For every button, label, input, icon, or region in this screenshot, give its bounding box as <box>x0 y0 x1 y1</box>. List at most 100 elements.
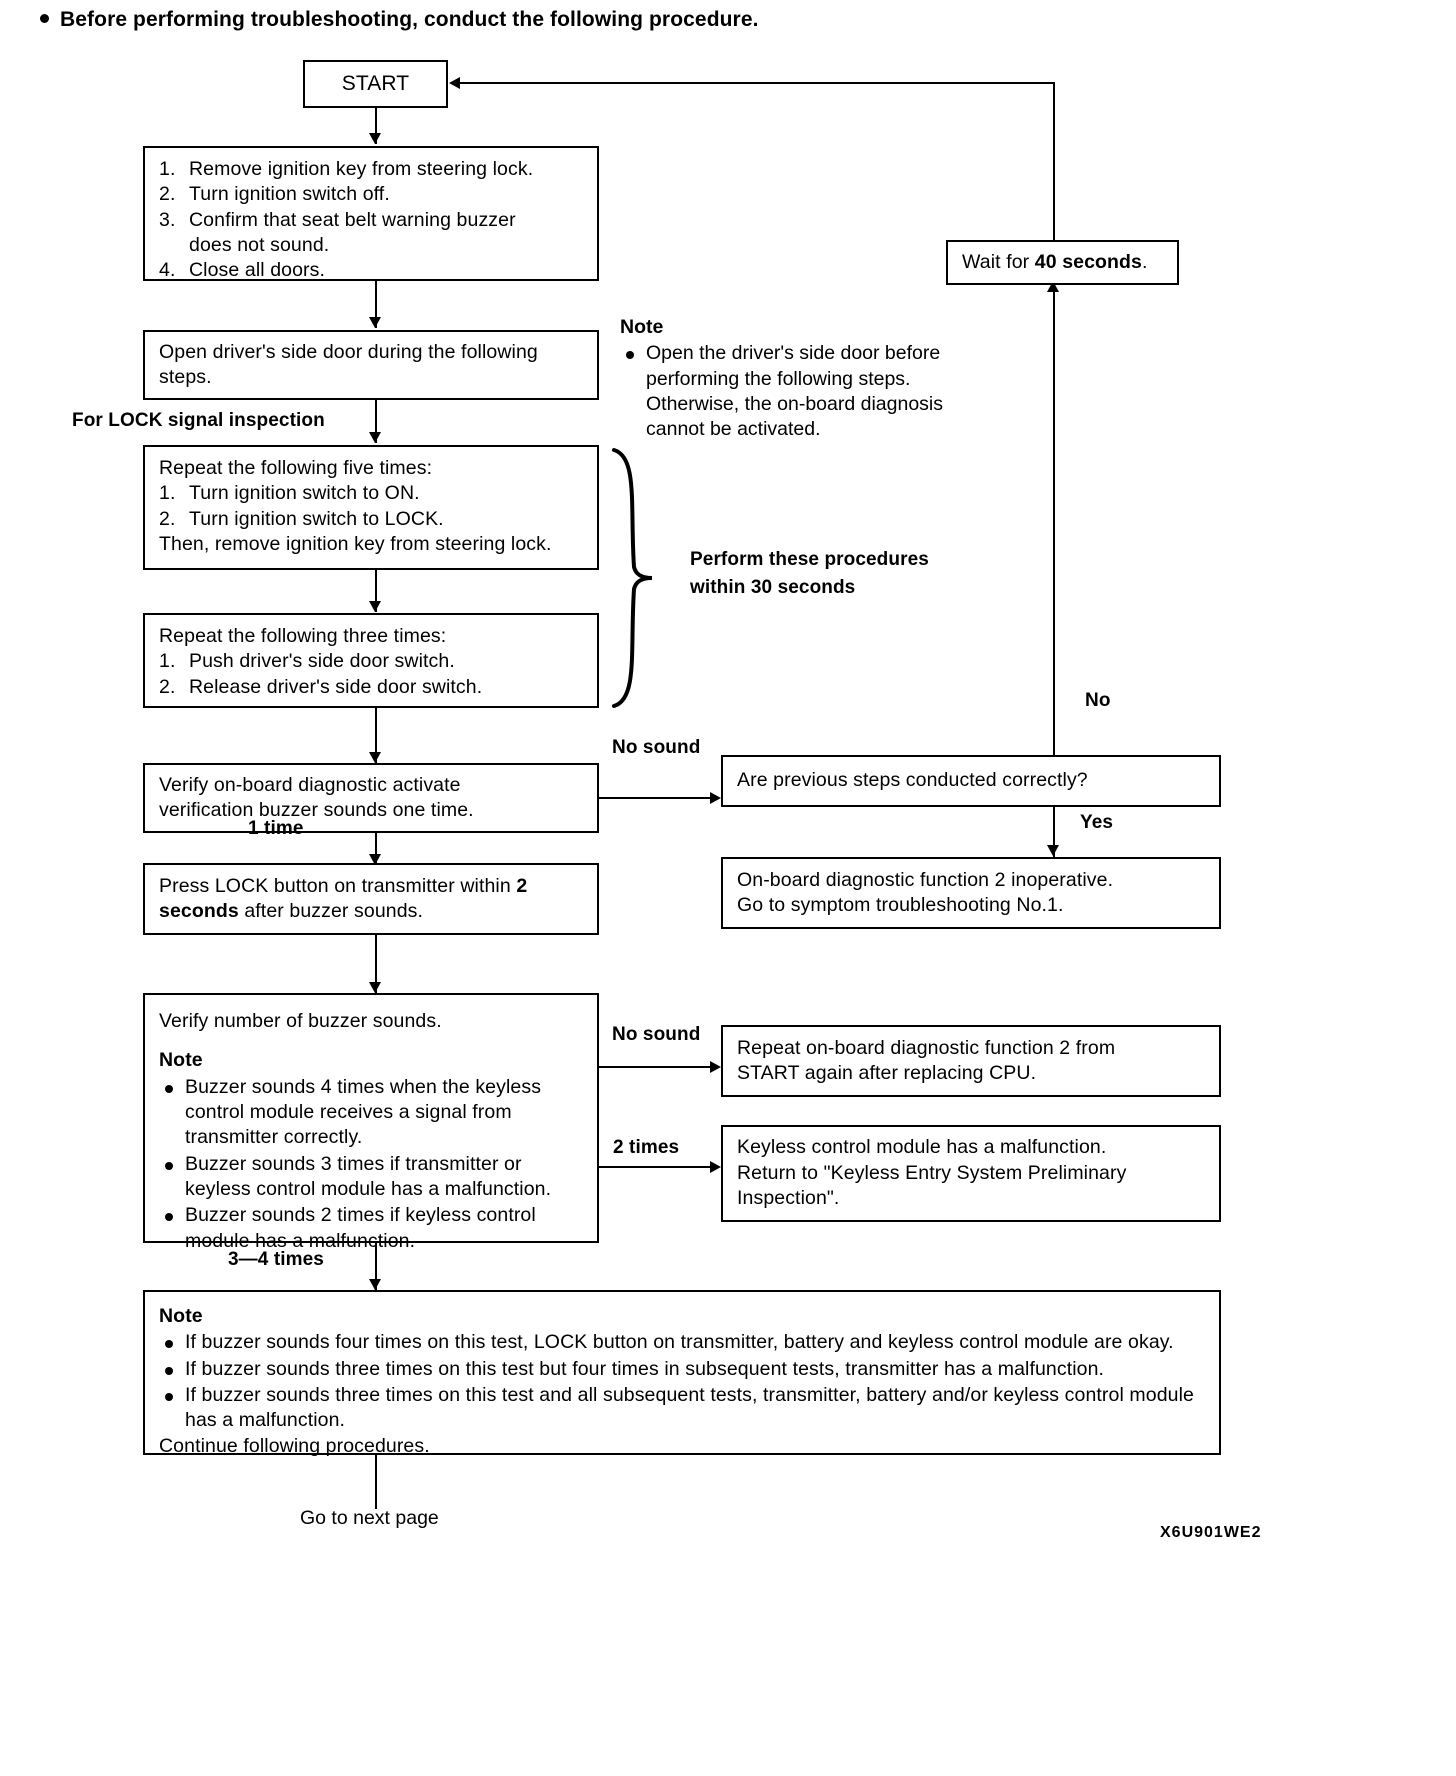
keyless-malfunction-line1: Keyless control module has a malfunction… <box>737 1136 1107 1159</box>
arrow-verifycount-to-keylessmalfunction <box>710 1161 721 1173</box>
note-heading: Note <box>620 316 664 338</box>
verify-count-note-label: Note <box>159 1049 203 1072</box>
brace-30-seconds <box>608 447 660 709</box>
connector-verifyactivate-to-prevsteps <box>599 797 713 799</box>
loopback-horizontal-connector <box>460 82 1055 84</box>
connector-prevsteps-no-to-wait <box>1053 281 1055 755</box>
open-door-line2: steps. <box>159 366 212 388</box>
keyless-malfunction-line3: Inspection". <box>737 1187 840 1210</box>
repeat-five-tail: Then, remove ignition key from steering … <box>159 533 552 556</box>
verify-activate-line1: Verify on-board diagnostic activate <box>159 773 461 796</box>
intro-line: Before performing troubleshooting, condu… <box>40 8 759 32</box>
verify-activate-line2: verification buzzer sounds one time. <box>159 799 474 821</box>
node-repeat-five-times[interactable]: Repeat the following five times: 1.Turn … <box>143 445 599 570</box>
connector-verifycount-to-keylessmalfunction <box>599 1166 713 1168</box>
node-verify-activate-buzzer[interactable]: Verify on-board diagnostic activate veri… <box>143 763 599 833</box>
keyless-malfunction-line2: Return to "Keyless Entry System Prelimin… <box>737 1161 1127 1184</box>
node-press-lock-button[interactable]: Press LOCK button on transmitter within … <box>143 863 599 935</box>
inoperative-line2: Go to symptom troubleshooting No.1. <box>737 894 1064 916</box>
node-repeat-diagnostic-function-2[interactable]: Repeat on-board diagnostic function 2 fr… <box>721 1025 1221 1097</box>
verify-count-bullet-2: Buzzer sounds 3 times if transmitter or … <box>159 1152 585 1203</box>
wait40-text: Wait for 40 seconds. <box>962 250 1148 273</box>
repeat-fn2-line1: Repeat on-board diagnostic function 2 fr… <box>737 1036 1116 1059</box>
arrow-repeatthree-to-verifyactivate <box>369 752 381 763</box>
repeat-five-item-1: 1.Turn ignition switch to ON. <box>159 482 420 505</box>
final-note-bullet-3: If buzzer sounds three times on this tes… <box>159 1383 1207 1434</box>
perform-line-2: within 30 seconds <box>690 576 856 598</box>
final-note-label: Note <box>159 1305 203 1327</box>
node-open-driver-door[interactable]: Open driver's side door during the follo… <box>143 330 599 400</box>
connector-opendoor-to-repeatfive <box>375 400 377 443</box>
arrow-verifycount-to-finalnote <box>369 1279 381 1290</box>
final-note-bullet-1: If buzzer sounds four times on this test… <box>159 1330 1207 1355</box>
prep-item-3: 3.Confirm that seat belt warning buzzer <box>159 208 516 231</box>
connector-repeatfive-to-repeatthree <box>375 570 377 612</box>
connector-repeatthree-to-verifyactivate <box>375 708 377 763</box>
press-lock-text: Press LOCK button on transmitter within … <box>159 874 528 922</box>
prep-item-2: 2.Turn ignition switch off. <box>159 183 390 206</box>
label-no-sound-1: No sound <box>612 737 701 758</box>
label-one-time: 1 time <box>248 818 304 839</box>
inoperative-line1: On-board diagnostic function 2 inoperati… <box>737 868 1114 891</box>
arrow-verifyactivate-to-presslock <box>369 854 381 865</box>
node-diagnostic-inoperative[interactable]: On-board diagnostic function 2 inoperati… <box>721 857 1221 929</box>
label-three-four-times: 3—4 times <box>228 1249 324 1270</box>
repeat-five-item-2: 2.Turn ignition switch to LOCK. <box>159 507 444 530</box>
node-final-note[interactable]: Note If buzzer sounds four times on this… <box>143 1290 1221 1457</box>
node-start[interactable]: START <box>303 60 448 108</box>
loopback-arrowhead <box>449 77 460 89</box>
repeat-fn2-line2: START again after replacing CPU. <box>737 1062 1037 1084</box>
intro-text: Before performing troubleshooting, condu… <box>60 8 759 31</box>
arrow-verifycount-to-repeatfn2 <box>710 1061 721 1073</box>
perform-line-1: Perform these procedures <box>690 549 929 570</box>
connector-finalnote-to-nextpage <box>375 1455 377 1509</box>
bullet-icon <box>40 14 49 23</box>
connector-verifycount-to-repeatfn2 <box>599 1066 713 1068</box>
arrow-start-to-prep <box>369 133 381 144</box>
connector-presslock-to-verifycount <box>375 935 377 993</box>
node-previous-steps-correct[interactable]: Are previous steps conducted correctly? <box>721 755 1221 807</box>
arrow-prep-to-opendoor <box>369 317 381 328</box>
verify-count-heading: Verify number of buzzer sounds. <box>159 1010 442 1032</box>
prev-steps-text: Are previous steps conducted correctly? <box>737 769 1088 792</box>
label-two-times: 2 times <box>613 1137 680 1158</box>
node-repeat-three-times[interactable]: Repeat the following three times: 1.Push… <box>143 613 599 708</box>
arrow-prevsteps-to-inoperative <box>1047 845 1059 856</box>
connector-verifyactivate-to-presslock <box>375 833 377 865</box>
repeat-three-item-1: 1.Push driver's side door switch. <box>159 650 455 673</box>
verify-count-bullet-1: Buzzer sounds 4 times when the keyless c… <box>159 1075 585 1151</box>
arrow-prevsteps-no-to-wait <box>1047 281 1059 292</box>
arrow-presslock-to-verifycount <box>369 982 381 993</box>
prep-item-4: 4.Close all doors. <box>159 259 325 282</box>
arrow-repeatfive-to-repeatthree <box>369 601 381 612</box>
arrow-opendoor-to-repeatfive <box>369 432 381 443</box>
final-note-bullet-2: If buzzer sounds three times on this tes… <box>159 1357 1207 1382</box>
label-no-sound-2: No sound <box>612 1024 701 1045</box>
node-preparation-steps[interactable]: 1.Remove ignition key from steering lock… <box>143 146 599 281</box>
connector-verifycount-to-finalnote <box>375 1243 377 1290</box>
prep-item-1: 1.Remove ignition key from steering lock… <box>159 158 534 180</box>
repeat-five-lead: Repeat the following five times: <box>159 457 433 479</box>
open-door-line1: Open driver's side door during the follo… <box>159 340 538 363</box>
connector-prevsteps-to-inoperative <box>1053 807 1055 857</box>
prep-item-3-cont: does not sound. <box>189 234 330 257</box>
note-bullet-open-door: Open the driver's side door before perfo… <box>620 341 950 442</box>
connector-start-to-prep <box>375 108 377 144</box>
repeat-three-lead: Repeat the following three times: <box>159 625 447 647</box>
label-for-lock-signal-inspection: For LOCK signal inspection <box>72 410 325 431</box>
label-yes: Yes <box>1080 812 1114 833</box>
node-keyless-module-malfunction[interactable]: Keyless control module has a malfunction… <box>721 1125 1221 1222</box>
connector-prep-to-opendoor <box>375 281 377 328</box>
label-perform-within-30-seconds: Perform these procedures within 30 secon… <box>690 546 929 601</box>
node-wait-40-seconds[interactable]: Wait for 40 seconds. <box>946 240 1179 285</box>
label-no: No <box>1085 690 1111 711</box>
note-open-door: Note Open the driver's side door before … <box>620 315 950 443</box>
label-go-to-next-page: Go to next page <box>300 1507 439 1529</box>
verify-count-bullet-3: Buzzer sounds 2 times if keyless control… <box>159 1203 585 1254</box>
arrow-verifyactivate-to-prevsteps <box>710 792 721 804</box>
node-verify-buzzer-count[interactable]: Verify number of buzzer sounds. Note Buz… <box>143 993 599 1252</box>
figure-code: X6U901WE2 <box>1160 1524 1262 1541</box>
loopback-vertical-connector <box>1053 82 1055 240</box>
final-note-tail: Continue following procedures. <box>159 1434 430 1457</box>
